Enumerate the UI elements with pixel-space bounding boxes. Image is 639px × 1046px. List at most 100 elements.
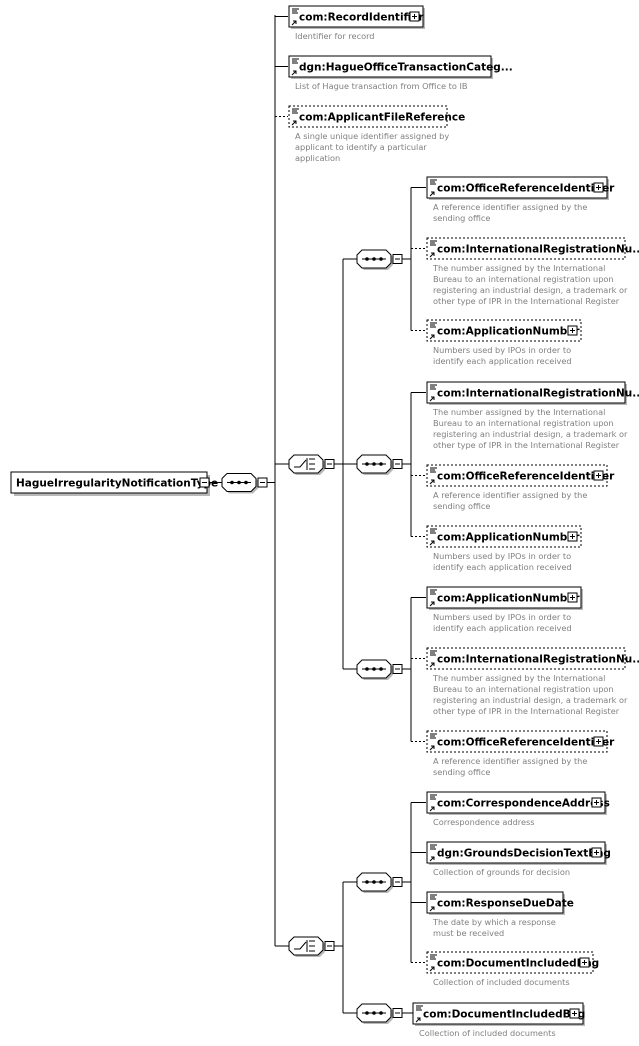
sequence-dot [372,1011,376,1015]
element-label: com:ApplicantFileReference [299,112,465,124]
sequence-s5[interactable] [357,1004,402,1024]
element-label: com:ApplicationNumber [437,593,580,605]
sequence-dot [372,880,376,884]
element-doc: Collection of grounds for decision [433,867,570,877]
element-s1e2[interactable]: com:InternationalRegistrationNu... [427,238,639,259]
element-label: com:InternationalRegistrationNu... [437,388,639,400]
element-s3e3[interactable]: com:OfficeReferenceIdentifier [427,731,615,752]
element-doc: sending office [433,213,490,223]
element-label: com:DocumentIncludedBag [423,1009,585,1021]
element-label: com:CorrespondenceAddress [437,798,610,810]
element-s4e2[interactable]: dgn:GroundsDecisionTextBag [427,842,611,865]
element-doc: The number assigned by the International [432,407,605,417]
element-label: com:ApplicationNumber [437,326,580,338]
element-doc: Bureau to an international registration … [433,274,614,284]
sequence-dot [379,257,383,261]
element-label: com:DocumentIncludedBag [437,958,599,970]
sequence-dot [237,481,241,485]
sequence-s2[interactable] [357,455,402,475]
element-s1e1[interactable]: com:OfficeReferenceIdentifier [427,177,615,200]
sequence-dot [372,462,376,466]
element-doc: Numbers used by IPOs in order to [433,612,571,622]
element-s3e1[interactable]: com:ApplicationNumber [427,587,583,610]
element-doc: identify each application received [433,356,572,366]
sequence-dot [230,481,234,485]
element-doc: other type of IPR in the International R… [433,440,620,450]
element-s3e2[interactable]: com:InternationalRegistrationNu... [427,648,639,669]
element-doc: Bureau to an international registration … [433,418,614,428]
element-label: com:InternationalRegistrationNu... [437,244,639,256]
element-doc: A reference identifier assigned by the [433,202,587,212]
element-doc: must be received [433,928,504,938]
choice-icon [289,455,323,473]
sequence-dot [379,667,383,671]
element-s4e4[interactable]: com:DocumentIncludedBag [427,952,599,973]
element-doc: registering an industrial design, a trad… [433,429,628,439]
element-s5e1[interactable]: com:DocumentIncludedBag [413,1003,585,1026]
choice-icon [289,937,323,955]
element-t1[interactable]: com:RecordIdentifier [289,6,425,29]
root-type[interactable]: HagueIrregularityNotificationType [11,472,218,496]
element-doc: Bureau to an international registration … [433,684,614,694]
sequence-s3[interactable] [357,660,402,680]
sequence-dot [365,667,369,671]
element-doc: Numbers used by IPOs in order to [433,551,571,561]
choice-group-2[interactable] [289,937,334,957]
element-doc: registering an industrial design, a trad… [433,695,628,705]
sequence-dot [365,880,369,884]
element-s2e2[interactable]: com:OfficeReferenceIdentifier [427,465,615,486]
choice-group-1[interactable] [289,455,334,475]
element-doc: A reference identifier assigned by the [433,756,587,766]
element-doc: A reference identifier assigned by the [433,490,587,500]
element-doc: registering an industrial design, a trad… [433,285,628,295]
element-s1e3[interactable]: com:ApplicationNumber [427,320,581,341]
element-label: com:ResponseDueDate [437,898,574,910]
element-doc: applicant to identify a particular [295,142,427,152]
sequence-dot [372,667,376,671]
element-doc: Correspondence address [433,817,535,827]
sequence-dot [379,462,383,466]
element-doc: application [295,153,340,163]
element-doc: sending office [433,501,490,511]
element-label: com:InternationalRegistrationNu... [437,654,639,666]
sequence-dot [365,462,369,466]
element-doc: Collection of included documents [433,977,570,987]
element-s2e1[interactable]: com:InternationalRegistrationNu... [427,382,639,405]
element-s4e3[interactable]: com:ResponseDueDate [427,892,574,915]
sequence-dot [379,1011,383,1015]
element-doc: The number assigned by the International [432,673,605,683]
element-doc: The number assigned by the International [432,263,605,273]
element-doc: List of Hague transaction from Office to… [295,81,468,91]
sequence-s1[interactable] [357,250,402,270]
element-s2e3[interactable]: com:ApplicationNumber [427,526,581,547]
sequence-dot [365,1011,369,1015]
element-doc: Identifier for record [295,31,375,41]
element-t3[interactable]: com:ApplicantFileReference [289,106,465,127]
main-sequence[interactable] [222,474,267,494]
element-doc: Numbers used by IPOs in order to [433,345,571,355]
element-label: com:ApplicationNumber [437,532,580,544]
element-doc: other type of IPR in the International R… [433,296,620,306]
root-label: HagueIrregularityNotificationType [16,478,218,490]
element-label: com:OfficeReferenceIdentifier [437,183,615,195]
element-doc: sending office [433,767,490,777]
element-t2[interactable]: dgn:HagueOfficeTransactionCateg... [289,56,513,79]
element-doc: identify each application received [433,562,572,572]
sequence-dot [244,481,248,485]
sequence-dot [379,880,383,884]
sequence-dot [372,257,376,261]
element-label: com:OfficeReferenceIdentifier [437,737,615,749]
element-doc: The date by which a response [432,917,556,927]
element-label: dgn:GroundsDecisionTextBag [437,848,611,860]
element-s4e1[interactable]: com:CorrespondenceAddress [427,792,610,815]
element-label: com:RecordIdentifier [299,12,424,24]
element-doc: identify each application received [433,623,572,633]
element-doc: Collection of included documents [419,1028,556,1038]
element-doc: other type of IPR in the International R… [433,706,620,716]
sequence-s4[interactable] [357,873,402,893]
element-doc: A single unique identifier assigned by [295,131,449,141]
element-label: dgn:HagueOfficeTransactionCateg... [299,62,513,74]
sequence-dot [365,257,369,261]
element-label: com:OfficeReferenceIdentifier [437,471,615,483]
